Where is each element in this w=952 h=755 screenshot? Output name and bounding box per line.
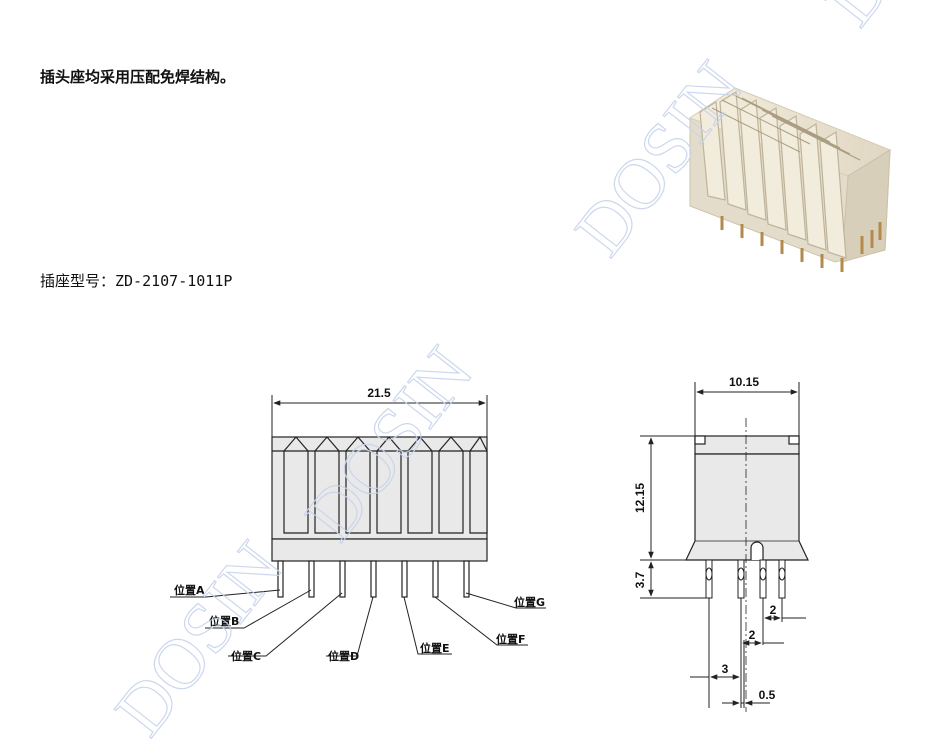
svg-text:DOSIN: DOSIN [810, 0, 952, 40]
front-view-drawing [271, 435, 488, 598]
front-width-label: 21.5 [367, 386, 391, 400]
pin-length-label: 3.7 [633, 571, 647, 588]
position-label-d: 位置D [328, 649, 359, 663]
position-label-b: 位置B [209, 614, 239, 628]
svg-text:DOSIN: DOSIN [100, 527, 298, 750]
offset-label: 3 [722, 662, 729, 676]
position-label-f: 位置F [496, 632, 526, 646]
position-label-a: 位置A [174, 583, 205, 597]
side-width-label: 10.15 [729, 375, 759, 389]
pitch-label-2: 2 [749, 628, 756, 642]
side-dimensions [640, 382, 806, 708]
watermark-overlay: DOSIN DOSIN DOSIN DOSIN [99, 0, 952, 750]
position-label-c: 位置C [231, 649, 261, 663]
position-leaders [170, 589, 546, 657]
front-width-dimension [271, 395, 488, 437]
side-height-label: 12.15 [633, 483, 647, 513]
position-label-e: 位置E [420, 641, 450, 655]
connector-3d-illustration [688, 87, 892, 272]
pin-width-label: 0.5 [759, 688, 776, 702]
position-label-g: 位置G [514, 595, 545, 609]
model-number-text: 插座型号：ZD-2107-1011P [40, 272, 233, 290]
intro-text: 插头座均采用压配免焊结构。 [40, 68, 236, 86]
pitch-label-1: 2 [770, 603, 777, 617]
side-view-drawing [685, 435, 809, 599]
